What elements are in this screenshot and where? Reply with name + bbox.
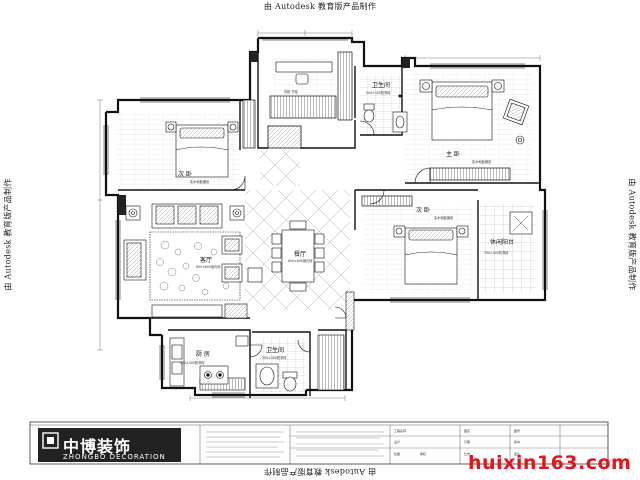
dining-table xyxy=(281,229,315,283)
door-bedroom-a xyxy=(230,175,246,191)
title-block-lines-left xyxy=(206,431,384,458)
wardrobe-left xyxy=(242,99,256,149)
room-label-kitchen: 厨 房 xyxy=(196,350,210,358)
note-living-tile: 600×600抛光砖 xyxy=(196,264,221,269)
doors xyxy=(230,120,431,358)
kitchen-fixtures xyxy=(169,335,249,387)
bed-secondary-a xyxy=(165,121,239,178)
brand-banner xyxy=(38,428,181,462)
bathroom-bottom-fixtures xyxy=(255,334,345,392)
wardrobe-bedroom-b xyxy=(361,195,413,207)
room-label-living: 客厅 xyxy=(200,256,212,264)
bed-secondary-b xyxy=(393,225,469,285)
note-wood-floor-c: 实木地板铺设 xyxy=(434,215,454,220)
room-label-dining: 餐厅 xyxy=(294,250,306,258)
note-dining-tile: 600×600抛光砖 xyxy=(288,258,313,263)
wardrobes xyxy=(199,51,511,391)
brand-logo-icon xyxy=(42,432,59,449)
title-block-col1: 工程名称 设计 绘图 审核 xyxy=(394,428,426,456)
svg-text:版本: 版本 xyxy=(514,439,520,444)
svg-text:设计: 设计 xyxy=(394,439,400,444)
title-block: 工程名称 设计 绘图 审核 图名 日期 比例 图号 版本 备注 xyxy=(29,421,609,465)
note-balcony-tile: 300×300防滑砖 xyxy=(484,250,509,255)
room-label-bathroom-top: 卫生间 xyxy=(372,81,390,89)
bed-master xyxy=(419,79,530,145)
svg-text:图号: 图号 xyxy=(514,428,520,433)
autodesk-stamp-top: 由 Autodesk 教育版产品制作 xyxy=(263,2,377,11)
title-block-col3: 图号 版本 备注 xyxy=(514,428,520,456)
brand-name-chinese: 中博装饰 xyxy=(63,437,132,456)
note-bath2-tile: 300×300防滑砖 xyxy=(262,355,287,360)
wardrobe-study-lower xyxy=(269,95,337,119)
rug-pattern xyxy=(156,240,230,296)
room-labels: 次 卧 实木地板铺设 衣柜 书柜 卫生间 300×300防滑砖 主 卧 实木地板… xyxy=(178,81,514,365)
svg-text:绘图: 绘图 xyxy=(394,451,400,456)
brand-name-english: ZHONGBO DECORATION xyxy=(63,453,166,461)
svg-text:审核: 审核 xyxy=(420,451,426,456)
wall-blocks xyxy=(118,52,410,331)
wardrobe-study xyxy=(337,51,353,121)
svg-text:工程名称: 工程名称 xyxy=(394,428,406,433)
svg-text:日期: 日期 xyxy=(464,439,470,444)
dimension-marks xyxy=(97,30,541,401)
svg-text:图名: 图名 xyxy=(464,428,470,433)
room-label-balcony: 休闲阳台 xyxy=(490,238,514,246)
room-label-master-bedroom: 主 卧 xyxy=(446,150,460,158)
note-wood-floor-b: 实木地板铺设 xyxy=(472,159,492,164)
bathroom-top-fixtures xyxy=(363,94,408,133)
note-bath-tile: 300×300防滑砖 xyxy=(366,90,391,95)
study-furniture xyxy=(275,61,333,85)
wardrobe-master xyxy=(429,167,511,181)
room-label-secondary-bedroom-a: 次 卧 xyxy=(178,170,192,178)
dining-furniture xyxy=(271,220,325,292)
room-label-secondary-bedroom-b: 次 卧 xyxy=(416,206,430,214)
windows xyxy=(103,39,548,398)
balcony-fixtures xyxy=(509,211,533,235)
tv-cabinet xyxy=(151,304,223,318)
room-label-bathroom-bottom: 卫生间 xyxy=(266,346,284,354)
note-wardrobe: 衣柜 书柜 xyxy=(284,89,299,94)
living-room-furniture xyxy=(123,203,263,318)
watermark-url: huixin163.com xyxy=(468,452,632,474)
note-wood-floor-a: 实木地板铺设 xyxy=(190,179,210,184)
svg-text:比例: 比例 xyxy=(464,451,470,456)
note-kitchen-tile: 300×300防滑砖 xyxy=(180,360,205,365)
title-block-col2: 图名 日期 比例 xyxy=(464,428,470,456)
storage-unit xyxy=(317,334,345,391)
floor-corridor xyxy=(260,150,300,186)
door-master xyxy=(414,167,431,184)
svg-text:备注: 备注 xyxy=(514,451,520,456)
